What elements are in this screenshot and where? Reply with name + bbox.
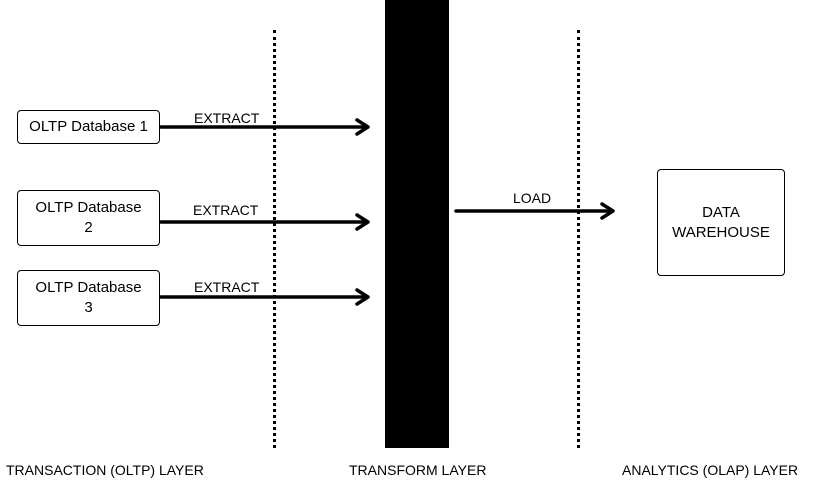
olap-layer-label: ANALYTICS (OLAP) LAYER — [622, 462, 799, 478]
oltp-database-2-label-line2: 2 — [84, 219, 93, 236]
data-warehouse-label-line1: DATA — [702, 203, 740, 221]
oltp-database-1-box: OLTP Database 1 — [17, 110, 160, 144]
data-warehouse-box: DATA WAREHOUSE — [657, 169, 785, 276]
extract-label-3: EXTRACT — [194, 279, 260, 295]
extract-arrow-1 — [159, 118, 370, 136]
oltp-database-2-box: OLTP Database 2 — [17, 190, 160, 246]
load-label: LOAD — [513, 190, 552, 206]
oltp-database-3-label-line1: OLTP Database — [35, 279, 142, 296]
oltp-database-3-box: OLTP Database 3 — [17, 270, 160, 326]
data-warehouse-label-line2: WAREHOUSE — [672, 223, 770, 241]
oltp-layer-label: TRANSACTION (OLTP) LAYER — [6, 462, 204, 478]
oltp-database-1-label: OLTP Database 1 — [29, 118, 148, 135]
load-arrow — [454, 202, 615, 220]
extract-label-2: EXTRACT — [193, 202, 259, 218]
transform-bar — [385, 0, 449, 448]
transform-layer-label: TRANSFORM LAYER — [349, 462, 487, 478]
extract-label-1: EXTRACT — [194, 110, 260, 126]
olap-layer-divider — [577, 30, 580, 448]
extract-arrow-3 — [159, 288, 370, 306]
oltp-database-3-label-line2: 3 — [84, 299, 93, 316]
oltp-layer-divider — [273, 30, 276, 448]
oltp-database-2-label-line1: OLTP Database — [35, 199, 142, 216]
